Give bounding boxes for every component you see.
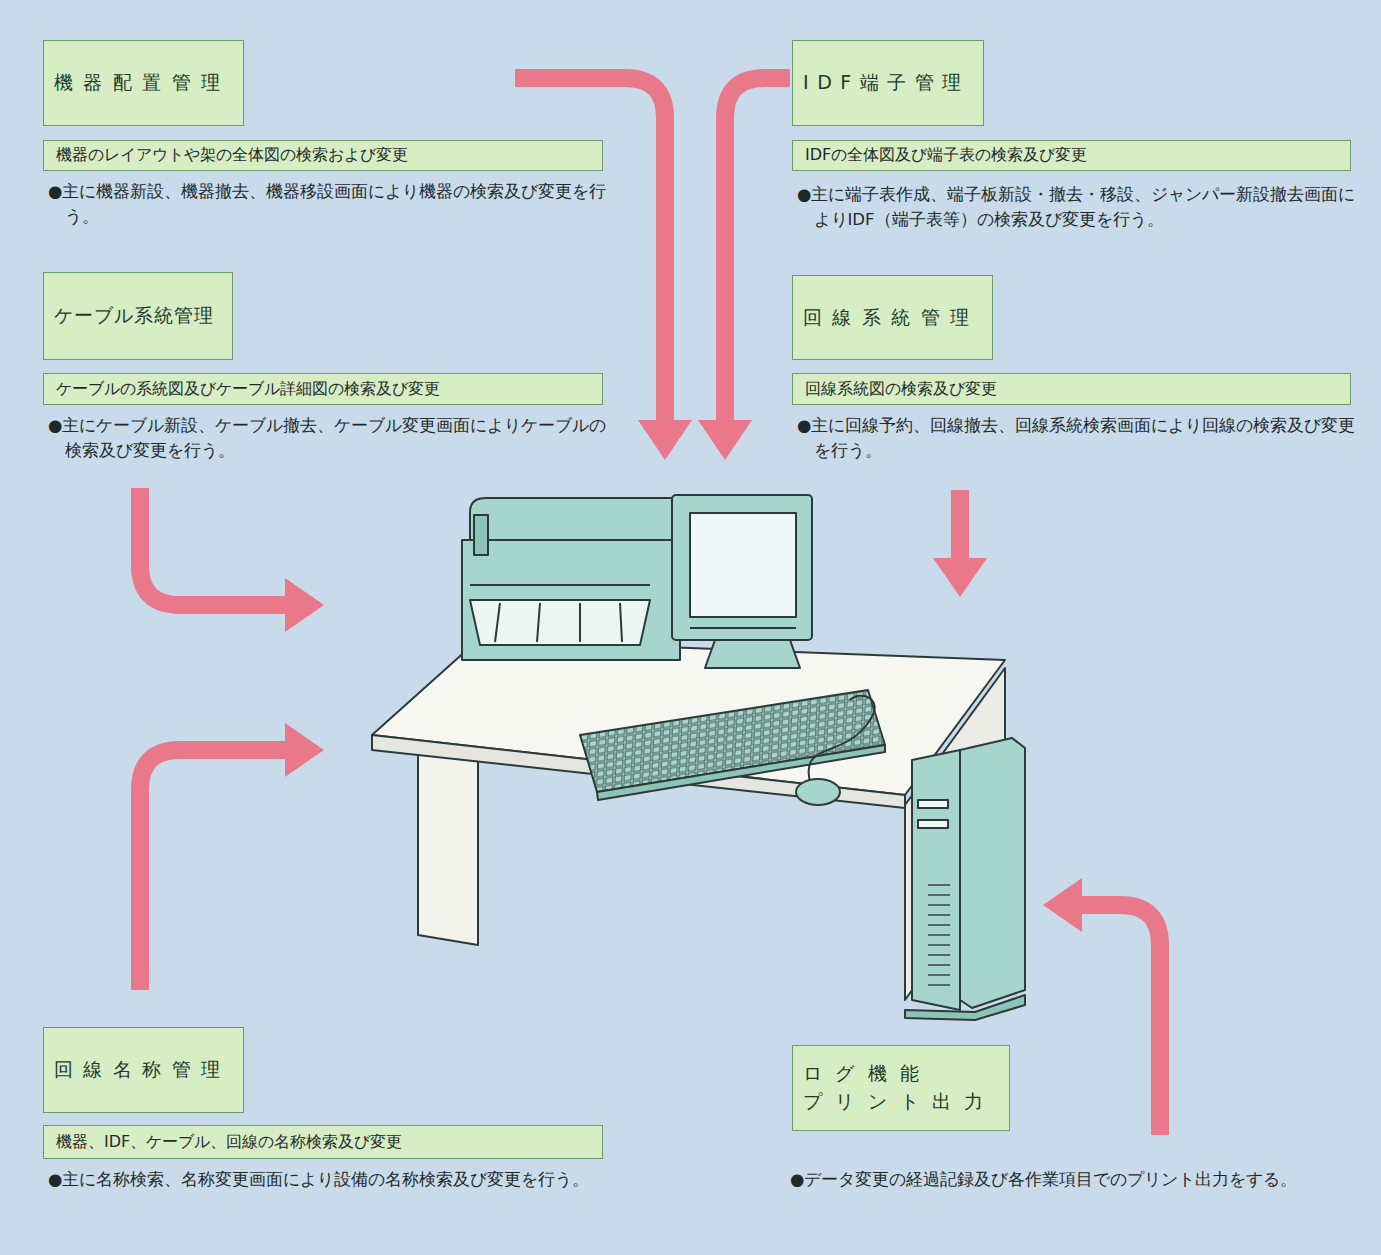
subtitle-band: 機器のレイアウトや架の全体図の検索および変更 <box>43 140 603 171</box>
heading-text: 機器配置管理 <box>54 69 231 97</box>
heading-box: 回線名称管理 <box>43 1027 244 1113</box>
heading-box: ケーブル系統管理 <box>43 272 233 360</box>
heading-text: 回線名称管理 <box>54 1056 231 1084</box>
bullet-note: ●主にケーブル新設、ケーブル撤去、ケーブル変更画面によりケーブルの検索及び変更を… <box>48 414 608 464</box>
subtitle-text: ケーブルの系統図及びケーブル詳細図の検索及び変更 <box>56 379 440 400</box>
subtitle-band: ケーブルの系統図及びケーブル詳細図の検索及び変更 <box>43 373 603 405</box>
subtitle-text: 回線系統図の検索及び変更 <box>805 379 997 400</box>
heading-box: 機器配置管理 <box>43 40 244 126</box>
heading-text: 回線系統管理 <box>803 304 980 332</box>
heading-box: 回線系統管理 <box>792 275 993 360</box>
pink-arrows <box>140 78 1160 1135</box>
bullet-note: ●主に回線予約、回線撤去、回線系統検索画面により回線の検索及び変更を行う。 <box>797 414 1357 464</box>
monitor <box>672 495 812 668</box>
subtitle-band: IDFの全体図及び端子表の検索及び変更 <box>792 140 1351 171</box>
subtitle-band: 機器、IDF、ケーブル、回線の名称検索及び変更 <box>43 1125 603 1159</box>
heading-text: IDF端子管理 <box>803 69 970 97</box>
heading-box: IDF端子管理 <box>792 40 984 126</box>
mouse <box>796 696 875 805</box>
tower-computer <box>905 738 1025 1020</box>
bullet-note: ●主に機器新設、機器撤去、機器移設画面により機器の検索及び変更を行う。 <box>48 180 608 230</box>
subtitle-text: IDFの全体図及び端子表の検索及び変更 <box>805 145 1087 166</box>
printer <box>462 498 682 660</box>
heading-box: ログ機能 プリント出力 <box>792 1045 1010 1131</box>
subtitle-band: 回線系統図の検索及び変更 <box>792 373 1351 405</box>
bullet-note: ●主に端子表作成、端子板新設・撤去・移設、ジャンパー新設撤去画面によりIDF（端… <box>797 183 1357 233</box>
subtitle-text: 機器、IDF、ケーブル、回線の名称検索及び変更 <box>56 1132 402 1153</box>
subtitle-text: 機器のレイアウトや架の全体図の検索および変更 <box>56 145 408 166</box>
heading-text: ログ機能 プリント出力 <box>803 1060 999 1115</box>
keyboard <box>580 690 885 800</box>
desk <box>372 640 1005 1000</box>
bullet-note: ●主に名称検索、名称変更画面により設備の名称検索及び変更を行う。 <box>48 1168 608 1193</box>
heading-text: ケーブル系統管理 <box>54 302 214 330</box>
bullet-note: ●データ変更の経過記録及び各作業項目でのプリント出力をする。 <box>790 1168 1350 1193</box>
